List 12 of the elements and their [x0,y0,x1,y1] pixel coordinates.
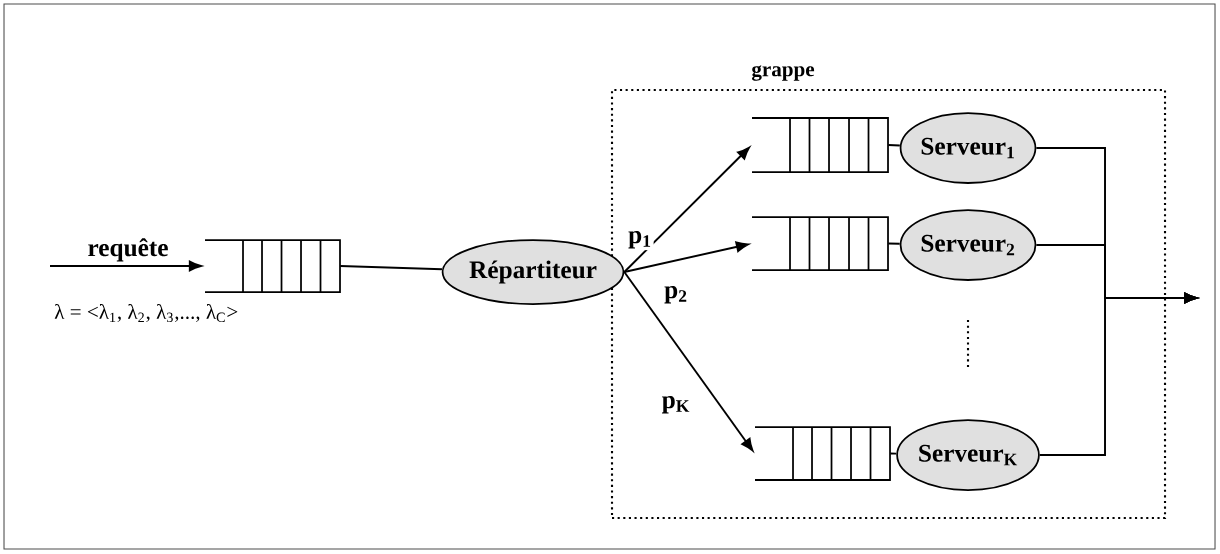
edge-label: requête [85,236,171,264]
queue-symbol [751,117,889,173]
queue-symbol [204,239,341,293]
node-label: grappe [751,65,815,81]
arrow [1038,292,1198,456]
queue-symbol [751,216,889,271]
edge-label: p$_{K}$ [659,394,693,416]
formula-text: λ = <λ$_{1}$, λ$_{2}$, λ$_{3}$,..., λ$_{C}$> [54,303,238,323]
edge-label: p$_{2}$ [662,284,690,306]
queue-symbol [754,426,891,481]
arrow [623,271,754,452]
arrow [49,260,202,272]
